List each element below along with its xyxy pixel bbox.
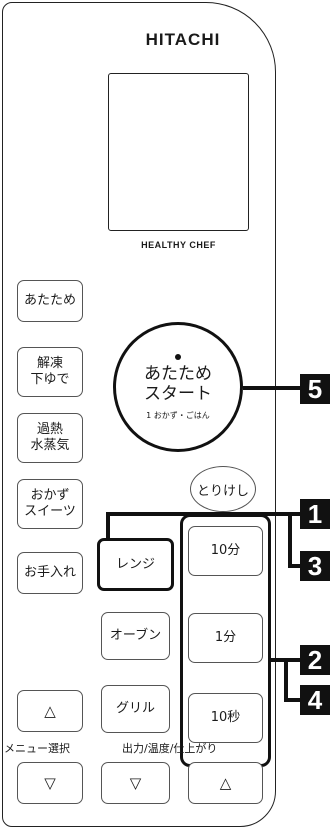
atatame-button[interactable]: あたため <box>17 280 83 322</box>
oteire-button[interactable]: お手入れ <box>17 552 83 594</box>
grill-button[interactable]: グリル <box>101 685 170 733</box>
ten-sec-button[interactable]: 10秒 <box>188 693 263 743</box>
model-name: HEALTHY CHEF <box>141 240 216 250</box>
output-up-button[interactable]: △ <box>188 762 263 804</box>
brand-logo: HITACHI <box>145 30 221 49</box>
output-temp-label: 出力/温度/仕上がり <box>122 742 218 755</box>
callout-4: 4 <box>300 685 330 715</box>
menu-select-label: メニュー選択 <box>4 742 70 755</box>
start-label-1: あたため <box>144 363 212 384</box>
display-screen <box>108 73 249 231</box>
start-sub-label: 1 おかず・ごはん <box>146 410 210 420</box>
oven-button[interactable]: オーブン <box>101 612 170 660</box>
ten-min-button[interactable]: 10分 <box>188 526 263 576</box>
callout-5: 5 <box>300 374 330 404</box>
callout-1: 1 <box>300 499 330 529</box>
menu-down-button[interactable]: ▽ <box>17 762 83 804</box>
menu-up-button[interactable]: △ <box>17 690 83 732</box>
okazu-sweets-button[interactable]: おかず スイーツ <box>17 479 83 529</box>
indicator-dot <box>175 353 181 360</box>
output-down-button[interactable]: ▽ <box>101 762 170 804</box>
callout-3: 3 <box>300 551 330 581</box>
kanetsu-suijouki-button[interactable]: 過熱 水蒸気 <box>17 413 83 463</box>
one-min-button[interactable]: 1分 <box>188 613 263 663</box>
torikeshi-button[interactable]: とりけし <box>190 466 256 512</box>
start-label-2: スタート <box>144 383 212 404</box>
start-button[interactable]: あたため スタート 1 おかず・ごはん <box>113 322 243 452</box>
range-button[interactable]: レンジ <box>97 538 174 591</box>
kaitou-shitayude-button[interactable]: 解凍 下ゆで <box>17 347 83 397</box>
callout-2: 2 <box>300 645 330 675</box>
